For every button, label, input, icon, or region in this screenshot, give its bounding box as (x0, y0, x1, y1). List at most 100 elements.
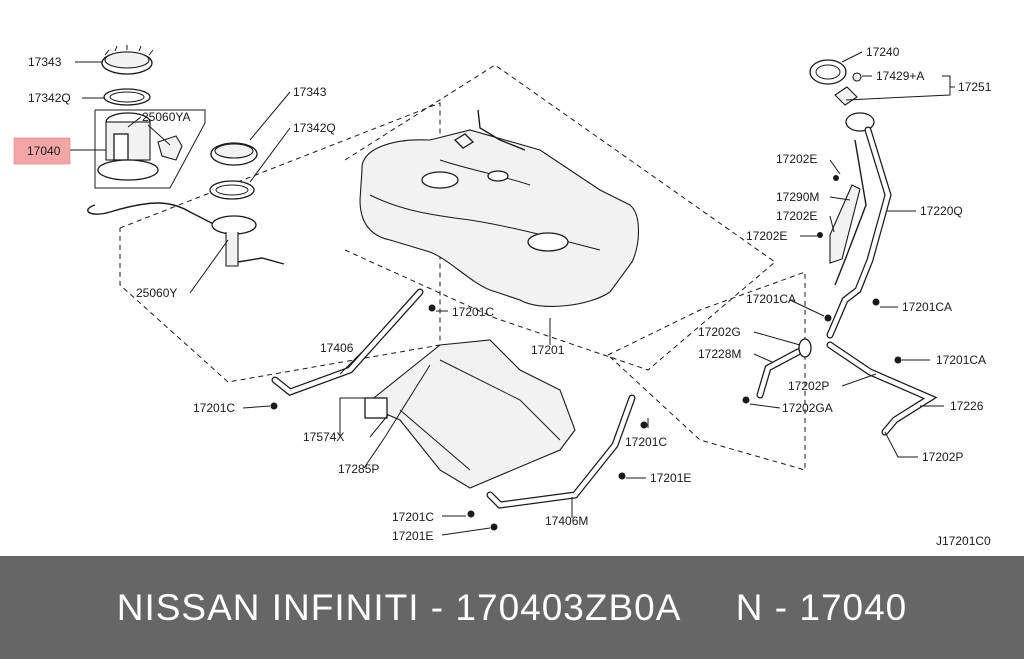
shield-ribs (399, 359, 561, 471)
label-17240: 17240 (866, 45, 900, 59)
bolt-icon (872, 298, 880, 306)
bolt-icon (490, 523, 498, 531)
tank-vent-port (487, 170, 509, 182)
clip-17429a-icon (852, 72, 862, 82)
label-17040: 17040 (27, 144, 61, 158)
tank-pump-port-b (527, 232, 569, 252)
fuel-filter-icon (157, 135, 183, 161)
label-17290m: 17290M (776, 190, 819, 204)
part-number-caption: NISSAN INFINITI - 170403ZB0A N - 17040 (116, 586, 908, 628)
label-17406: 17406 (320, 341, 354, 355)
filler-neck-drawing (742, 59, 938, 436)
pump-module-frame (94, 109, 206, 189)
label-25060ya: 25060YA (142, 110, 191, 124)
label-17342q: 17342Q (293, 121, 336, 135)
heat-shield-icon (363, 339, 576, 489)
strap-17406m-inner (487, 395, 635, 508)
label-17202p: 17202P (788, 379, 829, 393)
clip-icon (833, 175, 839, 181)
seal-ring-b-icon (209, 180, 255, 200)
tank-pump-port-a (421, 171, 459, 189)
breather-tube (834, 139, 867, 286)
filler-cap-ring-icon (809, 59, 847, 85)
label-17201ca: 17201CA (746, 292, 796, 306)
hose-17228m-inner (757, 349, 801, 398)
tank-group-boundary (344, 64, 776, 371)
bolt-icon (270, 402, 278, 410)
seal-ring-inner (109, 91, 145, 103)
leader-lines (70, 51, 955, 536)
label-17251: 17251 (958, 80, 992, 94)
seal-ring-b-inner (215, 184, 249, 196)
filler-tube-inner (827, 127, 891, 338)
sender-body-icon (225, 232, 239, 267)
label-17202e: 17202E (746, 229, 787, 243)
bracket-17290m-icon (829, 184, 861, 264)
parts-diagram: 17343 17342Q 17040 25060YA 17343 17342Q … (13, 45, 992, 548)
pump-assembly-drawing (87, 45, 285, 267)
filler-cap-icon (834, 86, 858, 106)
assembly-boundaries (119, 64, 806, 471)
pump-motor-icon (113, 133, 129, 161)
label-17201c: 17201C (452, 305, 494, 319)
label-17406m: 17406M (545, 514, 588, 528)
bolt-icon (467, 510, 475, 518)
label-25060y: 25060Y (136, 286, 177, 300)
caption-bar: NISSAN INFINITI - 170403ZB0A N - 17040 (0, 556, 1024, 659)
tank-vent-line (477, 109, 526, 151)
label-17202e: 17202E (776, 152, 817, 166)
bolt-icon (640, 421, 648, 429)
label-17201: 17201 (531, 343, 565, 357)
label-17201c: 17201C (625, 435, 667, 449)
insulator-17574x-icon (364, 397, 388, 419)
label-17285p: 17285P (338, 462, 379, 476)
pump-wire-harness (87, 202, 229, 231)
diagram-code: J17201C0 (936, 534, 991, 548)
lock-ring-teeth (104, 45, 154, 56)
straps-and-shield-drawing (270, 288, 648, 531)
pump-base-icon (97, 159, 159, 181)
label-17228m: 17228M (698, 347, 741, 361)
fuel-tank-drawing (359, 109, 639, 307)
filler-cap-ring-inner (815, 64, 841, 80)
lock-ring-b-inner (214, 143, 254, 159)
seal-ring-icon (103, 88, 151, 106)
sender-plate-icon (211, 215, 257, 235)
bolt-icon (824, 314, 832, 322)
label-17202p: 17202P (922, 450, 963, 464)
label-17220q: 17220Q (920, 204, 963, 218)
strap-17406-inner (272, 289, 423, 395)
lock-ring-inner (104, 51, 150, 69)
label-17202g: 17202G (698, 325, 741, 339)
hose-17226-icon (826, 341, 938, 436)
filler-mouth-icon (845, 112, 875, 132)
label-17342q: 17342Q (28, 91, 71, 105)
tank-rib-line (439, 159, 531, 186)
label-17574x: 17574X (303, 430, 344, 444)
label-17201e: 17201E (650, 471, 691, 485)
pump-group-boundary (119, 102, 441, 383)
bolt-icon (618, 472, 626, 480)
sender-float-arm (237, 257, 285, 265)
label-17226: 17226 (950, 399, 984, 413)
clamp-17202ga-icon (742, 396, 750, 404)
bolt-icon (894, 356, 902, 364)
label-17202e: 17202E (776, 209, 817, 223)
label-17343: 17343 (28, 55, 62, 69)
clamp-17202g-icon (798, 338, 812, 358)
tank-valve-icon (453, 133, 475, 149)
hose-17226-inner (827, 342, 935, 435)
label-17201ca: 17201CA (902, 300, 952, 314)
label-17343: 17343 (293, 85, 327, 99)
label-17429a: 17429+A (876, 69, 924, 83)
label-17201e: 17201E (392, 529, 433, 543)
label-17201c: 17201C (392, 510, 434, 524)
filler-group-boundary (607, 271, 806, 471)
label-17202ga: 17202GA (782, 401, 833, 415)
label-17201c: 17201C (193, 401, 235, 415)
label-17201ca: 17201CA (936, 353, 986, 367)
clip-icon (817, 232, 823, 238)
part-labels: 17343 17342Q 17040 25060YA 17343 17342Q … (27, 45, 992, 548)
highlight-17040 (13, 137, 71, 165)
